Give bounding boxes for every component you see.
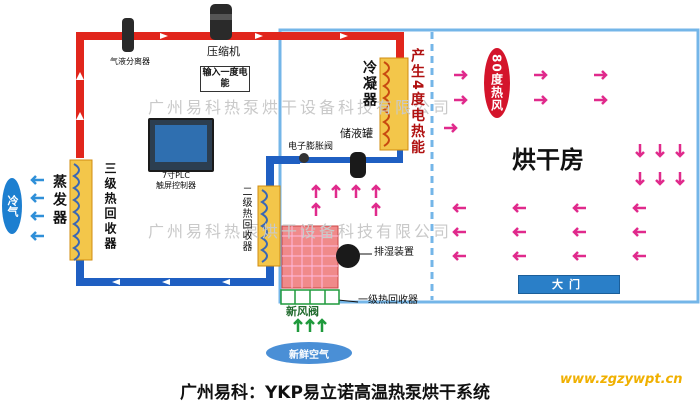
cold-air-arrow [30,211,44,221]
compressor-band [210,14,232,20]
hot-air-arrow [512,227,526,237]
hot-air-arrow [632,203,646,213]
recovery1-label: 一级热回收器 [358,295,418,306]
hot-air-arrow [452,203,466,213]
hot-air-arrow [452,251,466,261]
door-label: 大门 [518,275,620,294]
drying-room-outline [278,28,700,304]
receiver-label: 储液罐 [340,127,373,140]
hot-air-arrow [454,95,468,105]
recovery3-label: 三级热回收器 [103,162,117,252]
plc-name-label: 7寸PLC [162,171,190,180]
recovery2-coil-wave [260,189,268,263]
separator-body [122,18,134,52]
evaporator-coil-wave [72,163,80,261]
power-input-label: 输入一度电能 [200,66,250,92]
watermark-lower: 广州易科热泵烘干设备科技有限公司 [148,222,453,241]
fresh-air-arrow [293,318,303,332]
hot-air-arrow [655,172,665,186]
hot-air-arrow [572,203,586,213]
hot-air-arrow [632,251,646,261]
expansion-valve-label: 电子膨胀阀 [288,142,334,152]
hot-air-arrow [594,95,608,105]
hot-air-arrow [572,227,586,237]
hot-air-arrow [454,70,468,80]
hot-air-arrow [512,251,526,261]
watermark-upper: 广州易科热泵烘干设备科技有限公司 [148,98,453,117]
cold-pipe-receiver [300,150,403,163]
hot-air-arrow [371,202,381,216]
recovery2-label: 二级热回收器 [240,186,251,252]
hot-air-arrow [594,70,608,80]
condenser-label: 冷凝器 [361,60,377,108]
hot-air-arrow [371,184,381,198]
diagram-caption: 广州易科：YKP易立诺高温热泵烘干系统 [180,383,490,403]
fresh-valve-label: 新风阀 [286,305,319,318]
plc-controller[interactable] [148,118,214,172]
hot-air-arrow [444,123,458,133]
cold-air-arrow [30,175,44,185]
hot-air-arrow [351,184,361,198]
hot-air-arrow [512,203,526,213]
compressor-body [210,4,232,40]
cold-air-label: 冷气 [6,195,19,217]
fresh-air-arrow [305,318,315,332]
cold-pipe-bottom [76,156,300,286]
fresh-air-label: 新鲜空气 [289,349,329,361]
evaporator-coil [69,159,93,261]
dry-room-label: 烘干房 [512,146,584,174]
site-watermark: www.zgzywpt.cn [560,372,683,387]
hot-air-arrow [632,227,646,237]
hot-air-arrow [635,172,645,186]
recovery1-grid [282,226,338,288]
airflow-arrows [30,70,685,332]
dehumidify-fan [336,244,360,268]
cold-air-arrow [30,193,44,203]
hot-wind-badge: 80度热风 [484,48,510,118]
hot-air-arrow [655,144,665,158]
receiver-body [350,152,366,178]
hot-air-arrow [572,251,586,261]
evaporator-label: 蒸发器 [51,174,67,228]
hot-air-arrow [331,184,341,198]
plc-screen [155,125,207,162]
dehumidify-label: 排湿装置 [374,247,414,258]
hot-pipe-top [76,32,404,158]
expansion-valve-symbol [299,153,309,163]
cold-air-arrow [30,231,44,241]
plc-sub-label: 触屏控制器 [156,181,196,190]
hot-air-arrow [534,95,548,105]
compressor-label: 压缩机 [207,45,240,58]
hot-air-arrow [675,144,685,158]
hot-air-arrow [675,172,685,186]
recovery2-coil [257,185,281,267]
hot-air-arrow [635,144,645,158]
hot-air-arrow [534,70,548,80]
fresh-air-arrow [317,318,327,332]
cold-air-badge: 冷气 [2,178,22,234]
recovery1-leader [337,299,359,303]
produce-heat-label: 产生4度电热能 [409,48,425,156]
hot-air-arrow [452,227,466,237]
fresh-air-badge: 新鲜空气 [266,342,352,364]
hot-air-arrow [311,202,321,216]
condenser-coil-wave [382,61,390,147]
hot-pipe-arrows [76,33,348,120]
separator-label: 气液分离器 [110,57,150,66]
hot-wind-label: 80度热风 [489,54,504,112]
hot-air-arrow [311,184,321,198]
